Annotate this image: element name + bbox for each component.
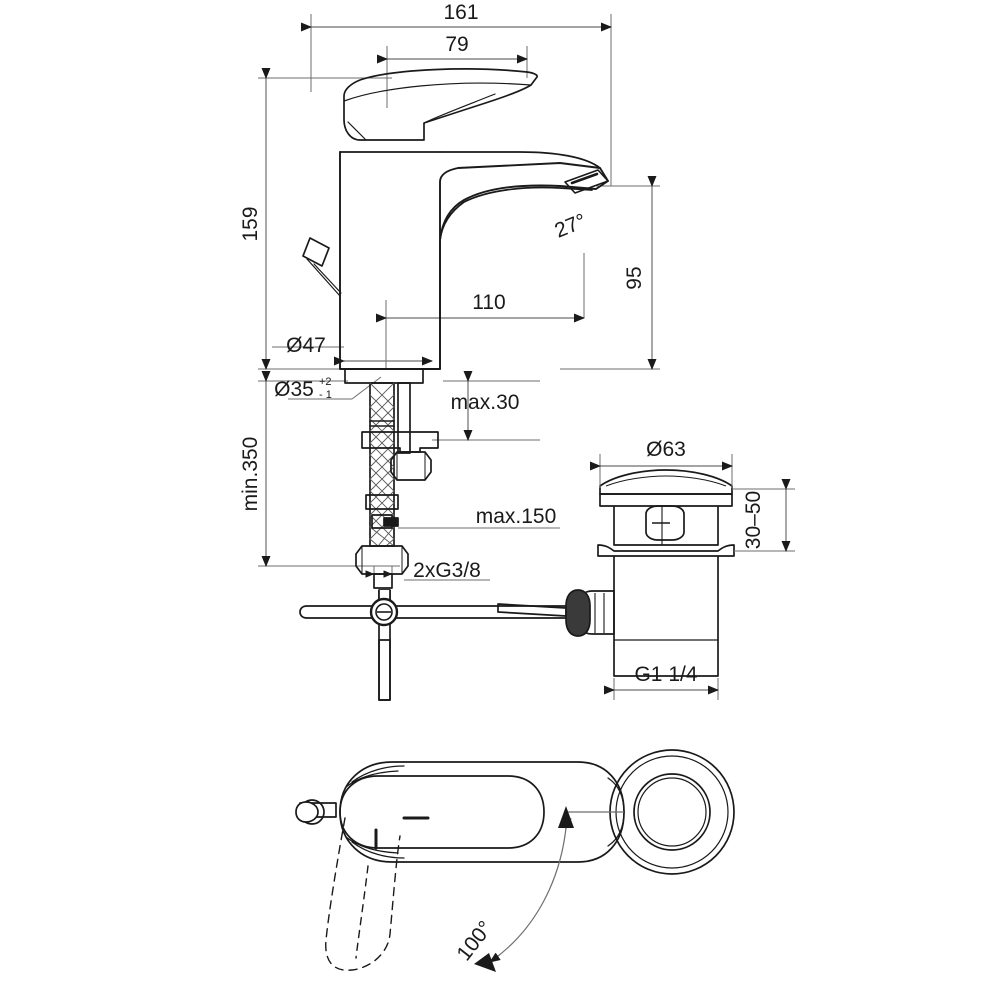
label-hole-tolerance-minus: - 1 xyxy=(319,389,332,401)
label-hole-tolerance-plus: +2 xyxy=(319,376,332,388)
spout-top-profile xyxy=(439,151,601,169)
plan-aerator-bore-edge xyxy=(637,777,707,847)
label-overall-width: 161 xyxy=(443,1,478,24)
lever-top-edge xyxy=(343,82,532,102)
plan-aerator-bore xyxy=(633,773,711,851)
waste-neck xyxy=(613,506,719,546)
label-spout-reach: 110 xyxy=(472,291,505,314)
label-overall-height: 159 xyxy=(239,206,262,241)
lever-bevel-left xyxy=(347,121,367,141)
label-hose-length: max.150 xyxy=(476,505,557,528)
side-elevation-dimension-arrows xyxy=(261,22,657,578)
angle-arrow-up xyxy=(558,806,574,828)
label-flange-diameter: Ø63 xyxy=(646,438,686,461)
faucet-body-and-spout-outline xyxy=(339,151,609,370)
label-install-depth: min.350 xyxy=(239,437,262,512)
waste-overflow-slot xyxy=(645,505,685,541)
label-body-diameter: Ø47 xyxy=(286,334,326,357)
aerator-outline xyxy=(564,169,609,194)
lever-handle-outline xyxy=(343,68,538,141)
label-outlet-thread: G1 1/4 xyxy=(634,663,697,686)
hose-connector xyxy=(371,514,393,529)
hose-tip xyxy=(383,517,399,527)
plan-knob-cap xyxy=(295,801,319,823)
waste-dimension-arrows xyxy=(590,461,791,695)
label-lever-width: 79 xyxy=(445,33,468,56)
aerator-slot xyxy=(570,172,599,185)
faucet-side-elevation xyxy=(302,68,609,589)
angle-arc-100 xyxy=(489,817,572,963)
horizontal-lift-rod xyxy=(299,605,581,619)
plan-handle-swung-dashed xyxy=(325,817,401,971)
lift-rod-knob xyxy=(302,237,330,267)
dimension-labels: 161 79 159 min.350 95 110 27° Ø47 Ø35 +2… xyxy=(239,1,765,965)
faucet-plan-view xyxy=(295,749,735,971)
hose-ferrule xyxy=(365,494,399,510)
angle-arrow-down xyxy=(474,953,496,972)
label-spout-height: 95 xyxy=(623,266,646,289)
waste-pull-rod xyxy=(497,603,567,617)
lift-rod-lower-segment xyxy=(378,639,391,701)
lever-inner-fold xyxy=(423,93,496,124)
thread-stub xyxy=(373,573,393,589)
waste-flange-body xyxy=(599,493,733,507)
label-hole-diameter: Ø35 xyxy=(274,378,314,401)
label-basin-thickness: 30–50 xyxy=(742,491,765,549)
plan-angle-arrowheads xyxy=(474,806,574,972)
lift-rod-shaft-a xyxy=(306,258,341,297)
waste-cap-highlight xyxy=(605,475,727,487)
waste-collar xyxy=(597,544,735,557)
plan-handle-top-arc xyxy=(351,765,405,783)
plan-handle-bottom-arc xyxy=(351,841,405,859)
pop-up-rod-linkage xyxy=(299,589,581,701)
lift-rod-shaft-b xyxy=(313,263,342,294)
plan-handle-cap xyxy=(339,775,545,849)
label-connection-thread: 2xG3/8 xyxy=(413,559,481,582)
spout-bottom-profile xyxy=(439,186,593,241)
label-max-thickness: max.30 xyxy=(451,391,520,414)
waste-linkage-boot xyxy=(565,589,591,637)
pop-up-waste-assembly xyxy=(497,469,735,677)
side-elevation-dimension-lines xyxy=(258,14,660,582)
